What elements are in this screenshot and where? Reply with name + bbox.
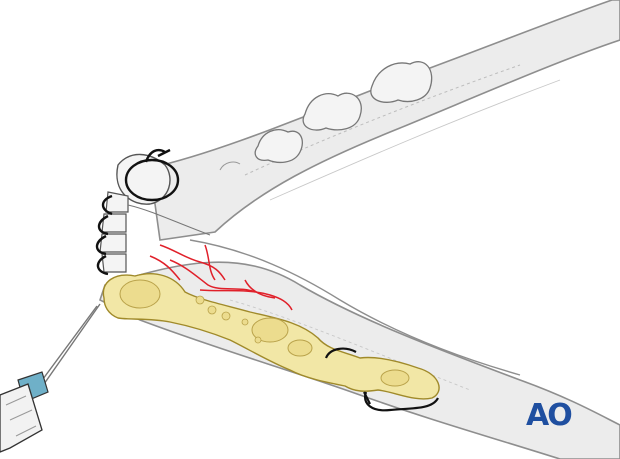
fracture-lines [149, 244, 293, 311]
bone-cement-splint [102, 273, 440, 400]
ao-logo: AO [526, 398, 573, 433]
wire-ligature-caudal [324, 347, 439, 412]
upper-teeth [219, 61, 433, 171]
syringe [0, 303, 101, 453]
upper-mandible-body [149, 0, 620, 241]
wire-ligature-incisors [95, 148, 180, 276]
